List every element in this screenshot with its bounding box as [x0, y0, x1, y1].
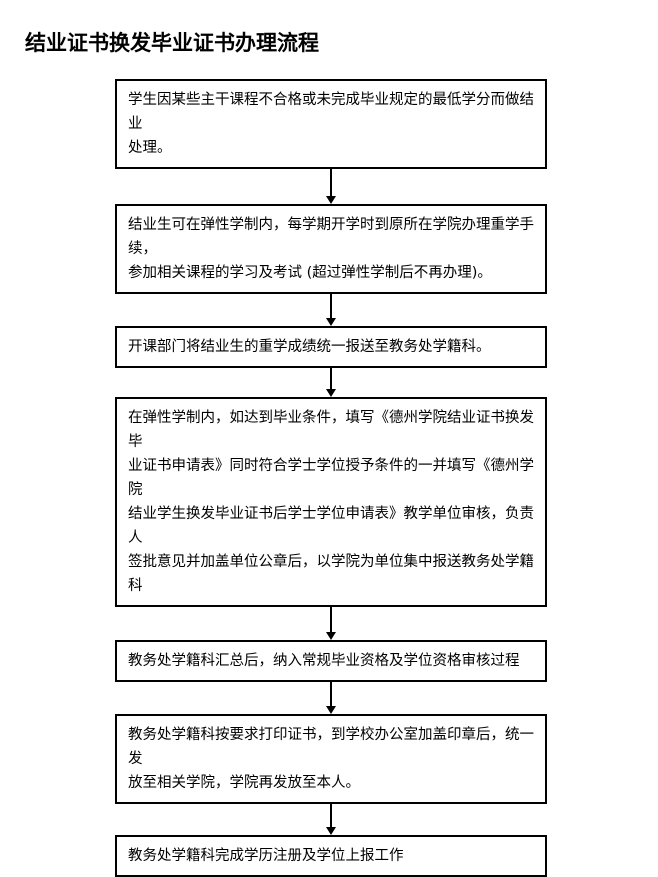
flow-node-step-4: 在弹性学制内，如达到毕业条件，填写《德州学院结业证书换发毕 业证书申请表》同时符… — [115, 397, 547, 607]
flow-connector-6-to-7 — [115, 804, 547, 835]
flow-connector-4-to-5 — [115, 607, 547, 640]
arrowhead-icon — [326, 632, 336, 640]
flow-column: 学生因某些主干课程不合格或未完成毕业规定的最低学分而做结业 处理。 结业生可在弹… — [115, 79, 547, 877]
flow-connector-1-to-2 — [115, 169, 547, 204]
connector-line — [330, 607, 332, 632]
connector-line — [330, 294, 332, 318]
flowchart-page: 结业证书换发毕业证书办理流程 学生因某些主干课程不合格或未完成毕业规定的最低学分… — [25, 31, 547, 877]
arrowhead-icon — [326, 389, 336, 397]
flow-connector-5-to-6 — [115, 682, 547, 714]
arrowhead-icon — [326, 827, 336, 835]
flow-connector-2-to-3 — [115, 294, 547, 326]
flow-node-label: 开课部门将结业生的重学成绩统一报送至教务处学籍科。 — [128, 339, 491, 355]
connector-line — [330, 169, 332, 196]
flow-node-step-6: 教务处学籍科按要求打印证书，到学校办公室加盖印章后，统一发 放至相关学院，学院再… — [115, 714, 547, 804]
connector-line — [330, 804, 332, 827]
flow-node-label: 教务处学籍科完成学历注册及学位上报工作 — [128, 848, 404, 864]
flow-node-label: 学生因某些主干课程不合格或未完成毕业规定的最低学分而做结业 处理。 — [128, 92, 534, 156]
flow-node-step-7: 教务处学籍科完成学历注册及学位上报工作 — [115, 835, 547, 877]
connector-line — [330, 682, 332, 706]
flow-node-step-5: 教务处学籍科汇总后，纳入常规毕业资格及学位资格审核过程 — [115, 640, 547, 682]
arrowhead-icon — [326, 318, 336, 326]
connector-line — [330, 368, 332, 389]
page-title: 结业证书换发毕业证书办理流程 — [25, 31, 319, 55]
flow-node-label: 在弹性学制内，如达到毕业条件，填写《德州学院结业证书换发毕 业证书申请表》同时符… — [128, 410, 534, 594]
flow-node-step-3: 开课部门将结业生的重学成绩统一报送至教务处学籍科。 — [115, 326, 547, 368]
arrowhead-icon — [326, 706, 336, 714]
flow-node-label: 结业生可在弹性学制内，每学期开学时到原所在学院办理重学手续， 参加相关课程的学习… — [128, 217, 534, 281]
arrowhead-icon — [326, 196, 336, 204]
flow-connector-3-to-4 — [115, 368, 547, 397]
flow-node-step-1: 学生因某些主干课程不合格或未完成毕业规定的最低学分而做结业 处理。 — [115, 79, 547, 169]
flow-node-step-2: 结业生可在弹性学制内，每学期开学时到原所在学院办理重学手续， 参加相关课程的学习… — [115, 204, 547, 294]
flow-node-label: 教务处学籍科按要求打印证书，到学校办公室加盖印章后，统一发 放至相关学院，学院再… — [128, 727, 534, 791]
